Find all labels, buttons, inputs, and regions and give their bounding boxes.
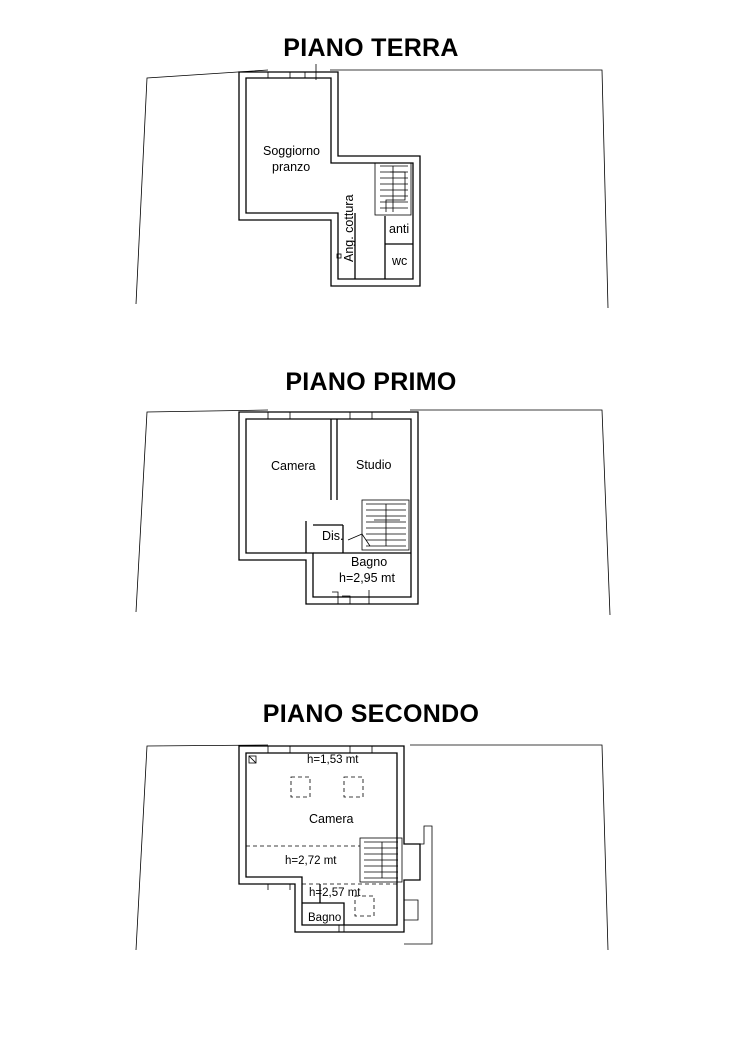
- room-label-soggiorno: Soggiorno: [263, 144, 320, 158]
- staircase: [347, 499, 410, 551]
- site-boundary: [135, 744, 609, 951]
- room-label-studio: Studio: [356, 458, 391, 472]
- room-label-bagno: Bagno: [351, 555, 387, 569]
- room-label-anti: anti: [389, 222, 409, 236]
- plan-piano-primo: Camera Studio Dis. Bagno h=2,95 mt: [135, 409, 611, 616]
- site-boundary: [135, 409, 611, 616]
- room-label-camera: Camera: [309, 812, 354, 826]
- outer-wall: [238, 411, 419, 605]
- skylight-3: [354, 895, 375, 917]
- plan-piano-terra: Soggiorno pranzo Ang. cottura anti wc: [135, 64, 609, 309]
- staircase: [359, 837, 403, 883]
- height-label-bagno: h=2,95 mt: [339, 571, 395, 585]
- room-label-pranzo: pranzo: [272, 160, 310, 174]
- column-mark: [336, 253, 342, 259]
- room-label-camera: Camera: [271, 459, 316, 473]
- site-boundary: [135, 69, 609, 309]
- floor-title-piano-secondo: PIANO SECONDO: [262, 700, 480, 728]
- skylight-1: [290, 776, 311, 798]
- plan-piano-secondo: h=1,53 mt Camera h=2,72 mt h=2,57 mt Bag…: [135, 744, 609, 951]
- room-label-ang-cottura: Ang. cottura: [342, 195, 356, 262]
- skylight-2: [343, 776, 364, 798]
- room-label-bagno: Bagno: [308, 912, 341, 924]
- staircase: [374, 162, 412, 216]
- height-label-mid: h=2,72 mt: [285, 855, 337, 867]
- room-label-dis: Dis.: [322, 529, 344, 543]
- room-label-wc: wc: [391, 254, 407, 268]
- floor-title-piano-terra: PIANO TERRA: [283, 34, 459, 62]
- outer-wall: [238, 71, 421, 287]
- floor-title-piano-primo: PIANO PRIMO: [285, 368, 457, 396]
- height-label-top: h=1,53 mt: [307, 754, 359, 766]
- outer-wall: [238, 745, 421, 933]
- height-label-bagno: h=2,57 mt: [309, 887, 361, 899]
